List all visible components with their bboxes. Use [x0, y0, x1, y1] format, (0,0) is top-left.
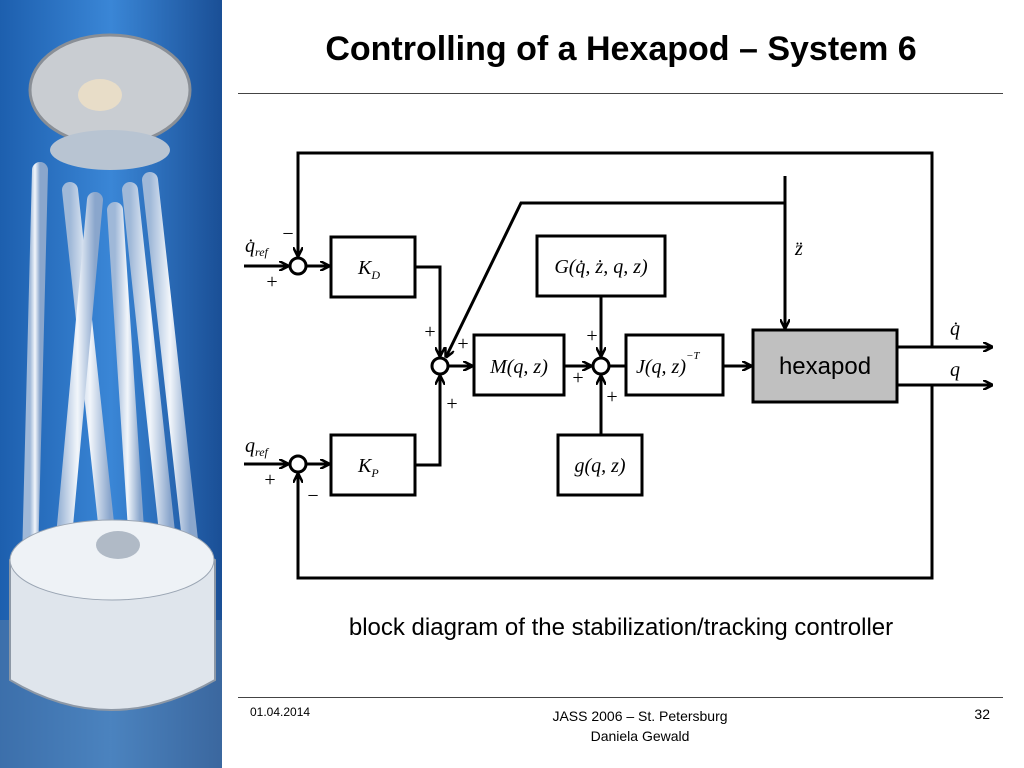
hexapod-photo [0, 0, 222, 768]
m-block [472, 333, 566, 397]
page-number: 32 [974, 706, 990, 722]
qdot-ref-label: q̇ref [245, 235, 270, 259]
plus-sign: + [586, 325, 597, 347]
sum-junction-control [430, 356, 450, 376]
g-block [556, 433, 644, 497]
qdot-output-label: q̇ [950, 318, 960, 340]
slide-title: Controlling of a Hexapod – System 6 [325, 30, 917, 68]
G-label: G(q̇, ż, q, z) [554, 256, 648, 278]
velocity-feedback-line [298, 151, 934, 347]
plus-sign: + [446, 393, 457, 415]
j-block [624, 333, 725, 397]
g-label: g(q, z) [574, 455, 625, 477]
footer-author: Daniela Gewald [590, 728, 690, 744]
plus-sign: + [457, 333, 468, 355]
title-divider [238, 93, 1003, 94]
minus-sign: − [307, 485, 318, 507]
minus-sign: − [282, 223, 293, 245]
sum-junction-torque [591, 356, 611, 376]
sum-junction-position [288, 454, 308, 474]
plus-sign: + [424, 321, 435, 343]
diagram-caption: block diagram of the stabilization/track… [348, 614, 894, 641]
q-output-label: q [950, 359, 960, 381]
plus-sign: + [572, 367, 583, 389]
sum-junction-velocity [288, 256, 308, 276]
zddot-label: z̈ [794, 238, 803, 260]
plus-sign: + [264, 469, 275, 491]
kp-block [329, 433, 417, 497]
G-block [535, 234, 667, 298]
q-ref-label: qref [245, 435, 270, 459]
footer-center: JASS 2006 – St. Petersburg Daniela Gewal… [540, 706, 740, 746]
j-label: J(q, z)−T [636, 350, 700, 378]
m-label: M(q, z) [489, 356, 548, 378]
plus-sign: + [266, 271, 277, 293]
kp-label: KP [357, 455, 379, 480]
footer-event: JASS 2006 – St. Petersburg [552, 708, 728, 724]
hexapod-label: hexapod [779, 353, 871, 380]
footer-divider [238, 697, 1003, 698]
kd-block [329, 235, 417, 299]
plus-sign: + [606, 386, 617, 408]
kd-label: KD [357, 257, 380, 282]
position-feedback-line [298, 385, 934, 580]
hexapod-block [751, 328, 899, 404]
footer-date: 01.04.2014 [250, 705, 311, 719]
